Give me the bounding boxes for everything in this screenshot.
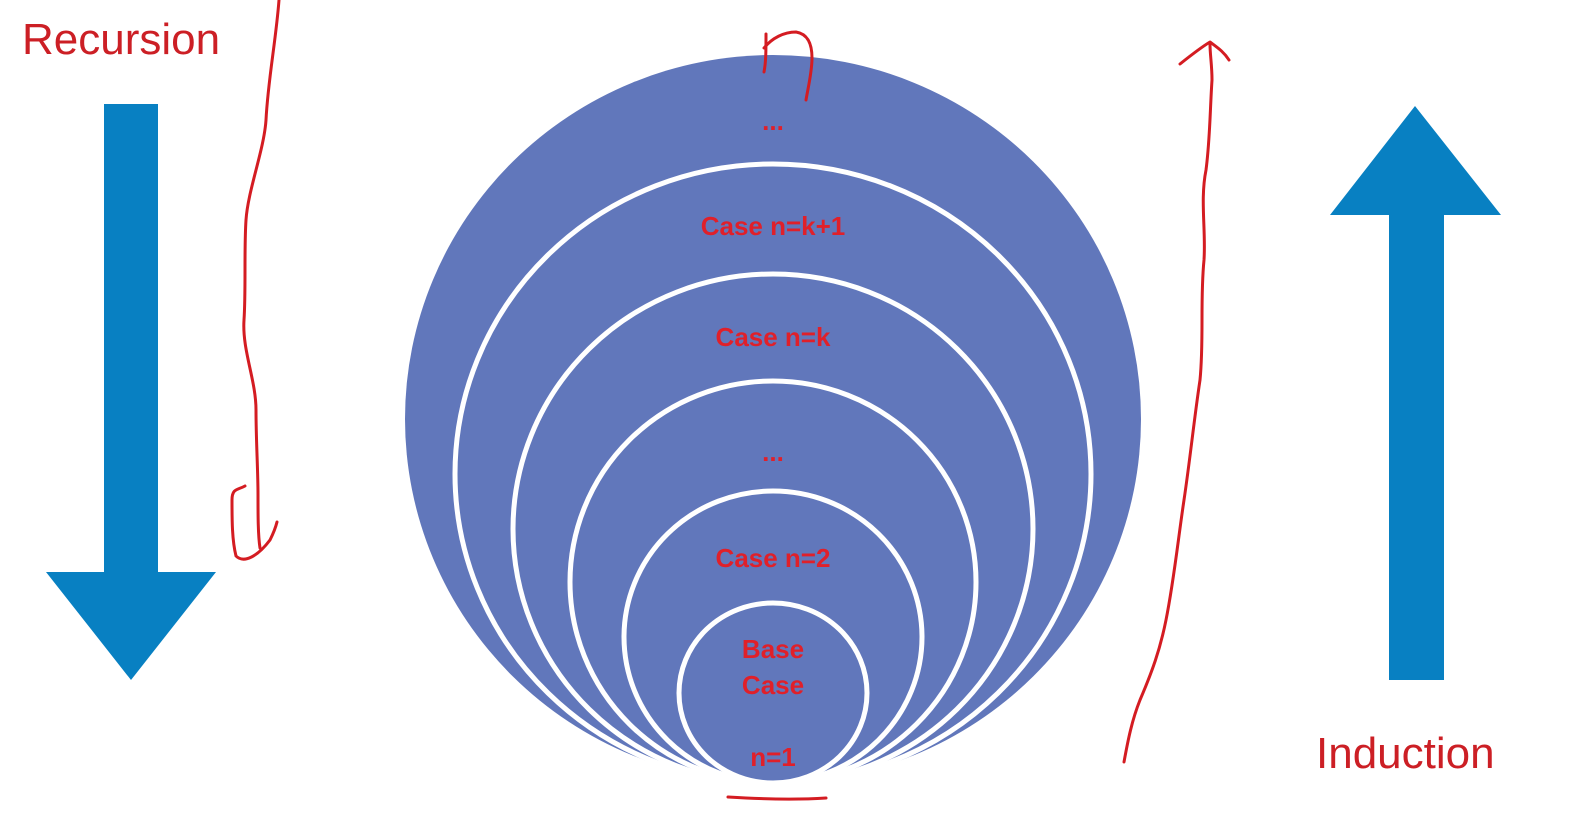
base-case-label-line1: Base (742, 634, 804, 664)
outer-ellipsis-label: ... (762, 106, 784, 136)
handwritten-annotations (230, 0, 1231, 801)
recursion-label: Recursion (22, 15, 220, 64)
handwritten-down-arrow (242, 0, 281, 550)
induction-up-arrow (1330, 106, 1501, 680)
recursion-down-arrow (46, 104, 216, 680)
case-2-label: Case n=2 (716, 543, 831, 573)
handwritten-down-arrowhead (230, 484, 279, 561)
circle-base-case (676, 600, 870, 786)
case-k-label: Case n=k (716, 322, 831, 352)
case-k-plus-1-label: Case n=k+1 (701, 211, 846, 241)
inner-ellipsis-label: ... (762, 437, 784, 467)
nested-cases (405, 55, 1141, 787)
handwritten-up-arrowhead (1178, 40, 1231, 66)
induction-label: Induction (1316, 729, 1495, 778)
base-case-label-line3: n=1 (750, 742, 796, 772)
handwritten-underline (726, 795, 828, 801)
handwritten-up-arrow (1122, 42, 1214, 764)
handwritten-n (762, 30, 814, 102)
base-case-label-line2: Case (742, 670, 804, 700)
